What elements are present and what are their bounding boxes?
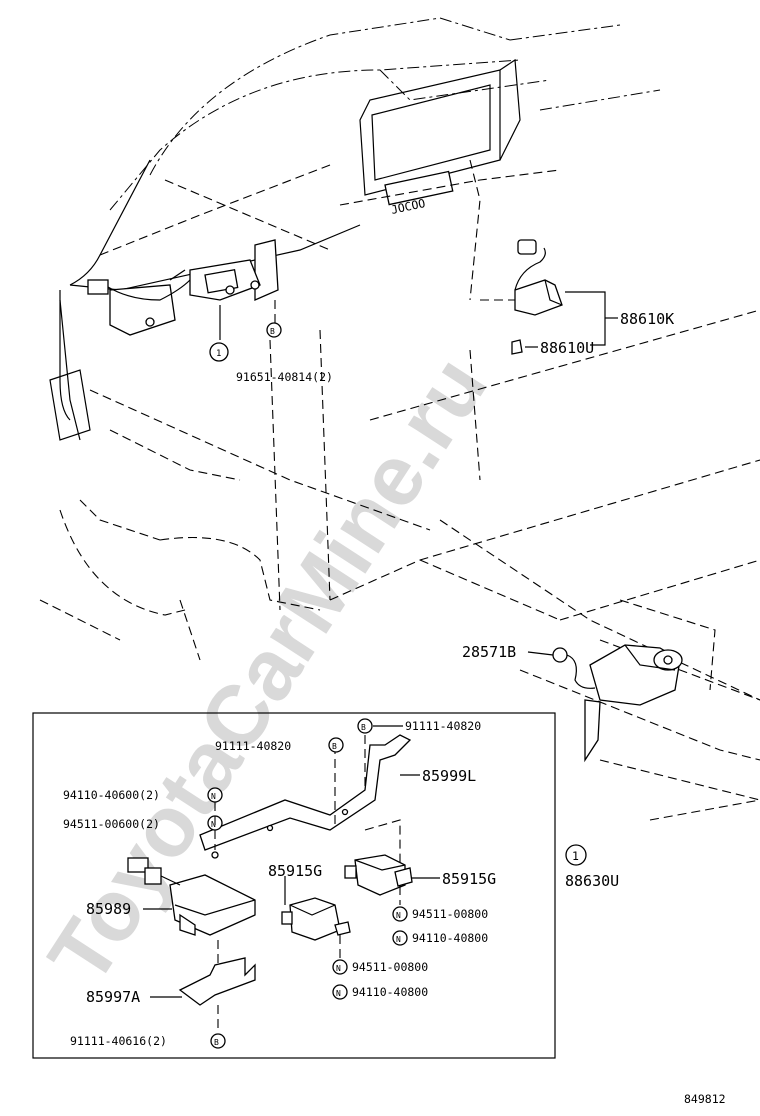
bracket-85999l xyxy=(199,734,420,870)
label-85915g-left: 85915G xyxy=(268,862,322,880)
svg-text:B: B xyxy=(332,742,337,751)
svg-text:1: 1 xyxy=(572,849,579,863)
bolt-mark-b-upper xyxy=(266,322,282,338)
svg-text:N: N xyxy=(396,911,401,920)
svg-text:1: 1 xyxy=(216,349,221,359)
label-28571b: 28571B xyxy=(462,643,516,661)
label-88630u: 88630U xyxy=(565,872,619,890)
label-91111-40616: 91111-40616(2) xyxy=(70,1034,167,1048)
cab-outline: JOCOO xyxy=(39,17,760,821)
svg-text:N: N xyxy=(336,964,341,973)
module-85989 xyxy=(127,857,256,936)
relay-85915g-right xyxy=(344,854,440,905)
svg-text:N: N xyxy=(211,792,216,801)
label-94110-40600: 94110-40600(2) xyxy=(63,788,160,802)
label-91651-40814: 91651-40814(2) xyxy=(236,370,333,384)
actuator-28571b xyxy=(527,644,683,763)
svg-text:N: N xyxy=(336,989,341,998)
label-85997a: 85997A xyxy=(86,988,140,1006)
label-91111-40820-left: 91111-40820 xyxy=(215,739,291,753)
label-91111-40820-top: 91111-40820 xyxy=(405,719,481,733)
svg-text:N: N xyxy=(396,935,401,944)
callout-1-small xyxy=(209,342,229,362)
callout-1-large xyxy=(565,844,587,866)
label-85999l: 85999L xyxy=(422,767,476,785)
label-94511-00800-right: 94511-00800 xyxy=(412,907,488,921)
label-85915g-right: 85915G xyxy=(442,870,496,888)
svg-text:B: B xyxy=(214,1038,219,1047)
relay-85915g-left xyxy=(281,876,351,960)
subassembly-frame xyxy=(32,712,556,1059)
upper-bracket-assembly xyxy=(87,239,279,340)
fastener-marks: B B N N N N N N B xyxy=(207,718,408,1049)
label-94110-40800-right: 94110-40800 xyxy=(412,931,488,945)
label-88610u: 88610U xyxy=(540,339,594,357)
bracket-85997a xyxy=(150,940,256,1030)
label-94110-40800-center: 94110-40800 xyxy=(352,985,428,999)
label-94511-00600: 94511-00600(2) xyxy=(63,817,160,831)
relay-88610k xyxy=(511,239,618,355)
label-94511-00800-center: 94511-00800 xyxy=(352,960,428,974)
svg-text:B: B xyxy=(361,723,366,732)
label-88610k: 88610K xyxy=(620,310,674,328)
svg-text:N: N xyxy=(211,820,216,829)
svg-text:B: B xyxy=(270,327,275,336)
figure-id: 849812 xyxy=(684,1092,726,1106)
label-85989: 85989 xyxy=(86,900,131,918)
